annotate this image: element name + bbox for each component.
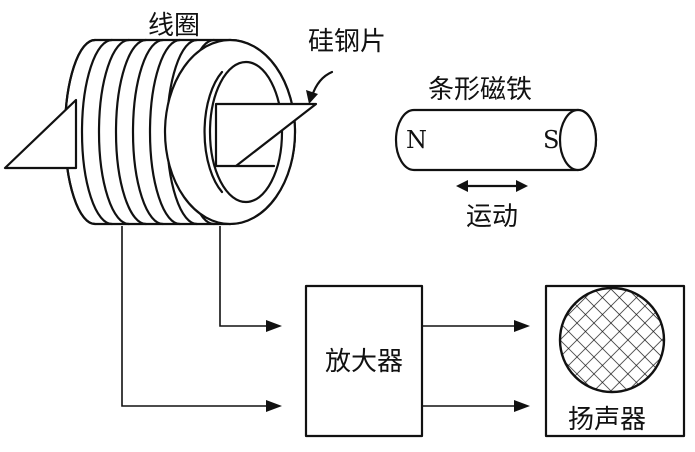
motion-arrow	[456, 180, 528, 192]
steel-sheet-pointer-line	[310, 70, 334, 98]
wire-bottom-arrow	[266, 400, 282, 412]
silicon-steel-label: 硅钢片	[308, 27, 386, 57]
motion-label: 运动	[466, 202, 518, 232]
wire-top-arrow	[266, 320, 282, 332]
coil-label: 线圈	[148, 11, 200, 41]
speaker-cone	[558, 286, 666, 394]
south-pole-label: S	[543, 126, 559, 154]
bar-magnet-label: 条形磁铁	[428, 75, 532, 105]
speaker-label: 扬声器	[568, 405, 646, 435]
silicon-steel-sheet	[3, 98, 318, 170]
speaker	[544, 284, 686, 438]
wire-bottom	[121, 226, 268, 407]
wire-top	[219, 226, 268, 327]
steel-sheet-pointer-arrow	[306, 90, 318, 104]
steel-sheet-left-end	[3, 98, 78, 170]
north-pole-label: N	[406, 126, 427, 154]
bar-magnet-end-face	[558, 108, 598, 172]
wires	[121, 226, 530, 412]
amplifier-label: 放大器	[325, 347, 403, 377]
amplifier-box	[304, 284, 424, 438]
bar-magnet	[394, 108, 598, 172]
